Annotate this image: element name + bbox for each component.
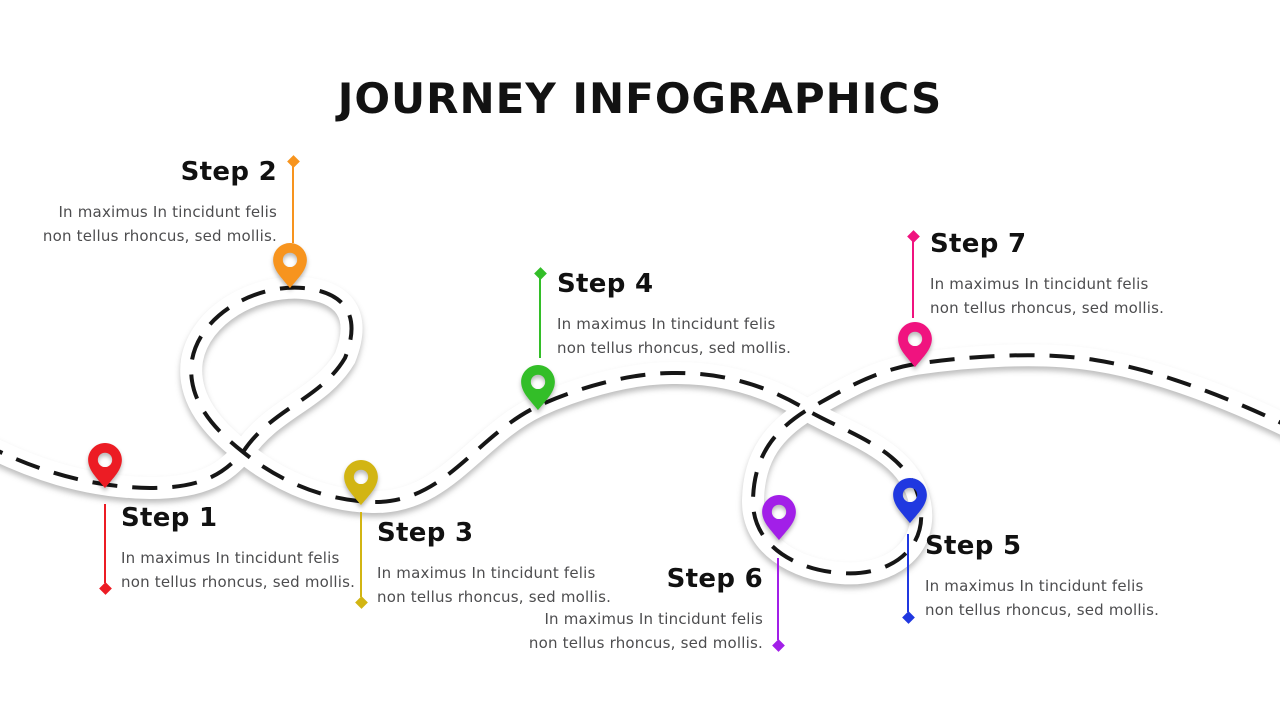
step2-description-line1: In maximus In tincidunt felis xyxy=(58,203,277,221)
step7-description-line2: non tellus rhoncus, sed mollis. xyxy=(930,299,1165,317)
step3-description-line2: non tellus rhoncus, sed mollis. xyxy=(377,588,612,606)
step5-text-block: Step 5 In maximus In tincidunt felis non… xyxy=(925,531,1159,622)
step3-connector-line xyxy=(360,512,362,597)
page-title: JOURNEY INFOGRAPHICS xyxy=(337,74,943,123)
step6-description-line2: non tellus rhoncus, sed mollis. xyxy=(528,634,763,652)
step1-text-block: Step 1 In maximus In tincidunt felis non… xyxy=(121,503,355,594)
step6-connector-line xyxy=(777,558,779,640)
step7-text-block: Step 7 In maximus In tincidunt felis non… xyxy=(930,229,1164,320)
step2-connector-line xyxy=(292,166,294,243)
step4-text-block: Step 4 In maximus In tincidunt felis non… xyxy=(557,269,791,360)
step4-description-line2: non tellus rhoncus, sed mollis. xyxy=(557,339,792,357)
step1-map-pin-icon xyxy=(88,443,122,488)
step6-map-pin-icon xyxy=(762,495,796,540)
step7-map-pin-icon xyxy=(898,322,932,367)
step1-description-line2: non tellus rhoncus, sed mollis. xyxy=(121,573,356,591)
step3-description-line1: In maximus In tincidunt felis xyxy=(377,564,596,582)
road-dashed-centerline xyxy=(0,285,1280,576)
step7-description-line1: In maximus In tincidunt felis xyxy=(930,275,1149,293)
step3-title: Step 3 xyxy=(377,518,474,548)
step6-description-line1: In maximus In tincidunt felis xyxy=(544,610,763,628)
step2-text-block: Step 2 In maximus In tincidunt felis non… xyxy=(43,157,277,248)
step2-title: Step 2 xyxy=(180,157,277,187)
step2-map-pin-icon xyxy=(273,243,307,288)
step5-connector-line xyxy=(907,534,909,612)
step1-title: Step 1 xyxy=(121,503,218,533)
step3-text-block: Step 3 In maximus In tincidunt felis non… xyxy=(377,518,611,609)
step3-map-pin-icon xyxy=(344,460,378,505)
step5-description-line1: In maximus In tincidunt felis xyxy=(925,577,1144,595)
step7-connector-line xyxy=(912,241,914,318)
step4-title: Step 4 xyxy=(557,269,654,299)
step5-title: Step 5 xyxy=(925,531,1022,561)
step4-description-line1: In maximus In tincidunt felis xyxy=(557,315,776,333)
step7-title: Step 7 xyxy=(930,229,1027,259)
step6-text-block: Step 6 In maximus In tincidunt felis non… xyxy=(529,564,763,655)
step4-map-pin-icon xyxy=(521,365,555,410)
step1-description-line1: In maximus In tincidunt felis xyxy=(121,549,340,567)
step5-map-pin-icon xyxy=(893,478,927,523)
step1-connector-line xyxy=(104,504,106,583)
step4-connector-line xyxy=(539,278,541,358)
step5-description-line2: non tellus rhoncus, sed mollis. xyxy=(925,601,1160,619)
step6-title: Step 6 xyxy=(666,564,763,594)
step2-description-line2: non tellus rhoncus, sed mollis. xyxy=(42,227,277,245)
